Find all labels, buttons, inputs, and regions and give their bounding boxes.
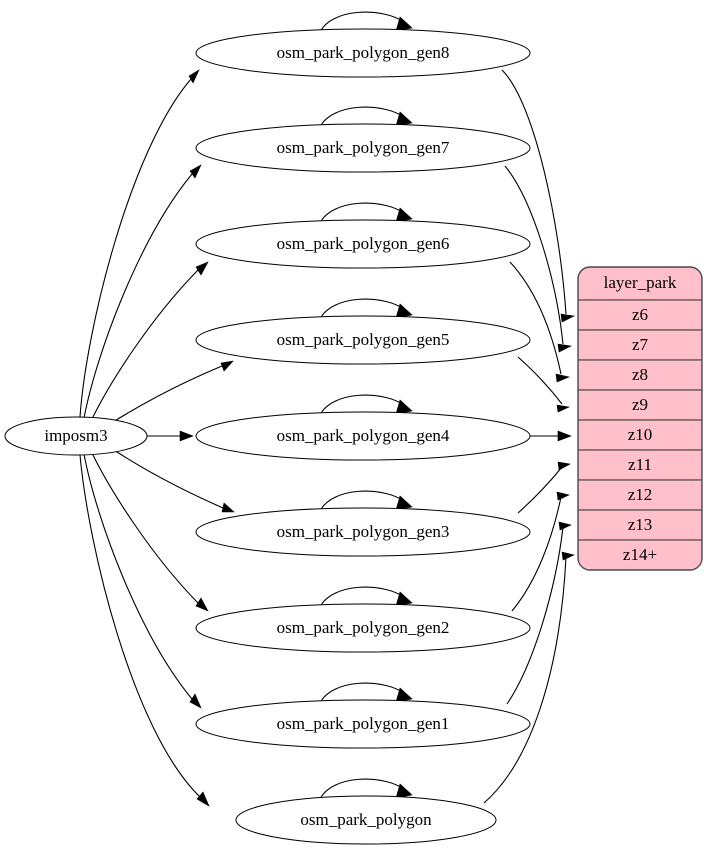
node-osm-park-polygon-gen3[interactable]: osm_park_polygon_gen3 bbox=[195, 507, 531, 557]
table-row-z8[interactable] bbox=[578, 359, 702, 391]
node-label: osm_park_polygon bbox=[300, 810, 432, 829]
node-osm-park-polygon-gen7[interactable]: osm_park_polygon_gen7 bbox=[195, 123, 531, 173]
edge-imposm3-to-gen1 bbox=[83, 453, 202, 709]
table-row-z12[interactable] bbox=[578, 479, 702, 511]
node-label: osm_park_polygon_gen3 bbox=[277, 522, 450, 541]
table-row-label-z12: z12 bbox=[628, 485, 653, 504]
table-header-label: layer_park bbox=[604, 273, 677, 292]
table-row-label-z7: z7 bbox=[632, 335, 649, 354]
table-row-label-z8: z8 bbox=[632, 365, 648, 384]
node-label: osm_park_polygon_gen2 bbox=[277, 618, 450, 637]
node-label: osm_park_polygon_gen7 bbox=[277, 138, 450, 157]
edge-gen1-to-z13 bbox=[506, 521, 572, 705]
edge-gen8-to-z6 bbox=[501, 69, 575, 323]
ellipse-shape bbox=[195, 411, 531, 461]
edge-gen5-to-z9 bbox=[517, 356, 571, 413]
node-label: osm_park_polygon_gen6 bbox=[277, 234, 450, 253]
node-label: osm_park_polygon_gen4 bbox=[277, 426, 450, 445]
node-osm-park-polygon-gen2[interactable]: osm_park_polygon_gen2 bbox=[195, 603, 531, 653]
edge-imposm3-to-gen6 bbox=[91, 261, 209, 420]
ellipse-shape bbox=[195, 315, 531, 365]
ellipse-shape bbox=[195, 219, 531, 269]
node-layer-park-table[interactable]: layer_park z6 z7 z8 z9 z10 z11 z12 z13 z… bbox=[577, 266, 703, 571]
ellipse-shape bbox=[235, 795, 497, 845]
edges-from-imposm3 bbox=[79, 69, 235, 807]
ellipse-shape bbox=[195, 123, 531, 173]
edge-gen4-to-z10 bbox=[530, 430, 572, 442]
node-osm-park-polygon[interactable]: osm_park_polygon bbox=[235, 795, 497, 845]
table-row-label-z6: z6 bbox=[632, 305, 648, 324]
table-row-label-z10: z10 bbox=[628, 425, 653, 444]
node-osm-park-polygon-gen8[interactable]: osm_park_polygon_gen8 bbox=[195, 28, 531, 78]
node-osm-park-polygon-gen4[interactable]: osm_park_polygon_gen4 bbox=[195, 411, 531, 461]
node-label: imposm3 bbox=[44, 426, 107, 445]
edge-imposm3-to-gen4 bbox=[147, 430, 194, 442]
ellipse-shape bbox=[195, 699, 531, 749]
node-osm-park-polygon-gen6[interactable]: osm_park_polygon_gen6 bbox=[195, 219, 531, 269]
edge-imposm3-to-gen3 bbox=[113, 449, 235, 513]
node-osm-park-polygon-gen5[interactable]: osm_park_polygon_gen5 bbox=[195, 315, 531, 365]
edge-imposm3-to-gen7 bbox=[83, 164, 202, 419]
table-row-z9[interactable] bbox=[578, 389, 702, 421]
edge-imposm3-to-osm-park-polygon bbox=[79, 454, 210, 807]
edge-imposm3-to-gen5 bbox=[112, 360, 234, 423]
table-row-z14[interactable] bbox=[578, 539, 702, 570]
table-row-z7[interactable] bbox=[578, 329, 702, 361]
edge-gen3-to-z11 bbox=[517, 461, 571, 514]
node-label: osm_park_polygon_gen5 bbox=[277, 330, 450, 349]
ellipse-shape bbox=[195, 507, 531, 557]
table-row-z13[interactable] bbox=[578, 509, 702, 541]
table-border bbox=[577, 266, 703, 571]
edge-gen2-to-z12 bbox=[511, 491, 570, 612]
edge-osm-park-polygon-to-z14 bbox=[483, 551, 575, 804]
ellipse-shape bbox=[4, 416, 148, 456]
node-label: osm_park_polygon_gen1 bbox=[277, 714, 450, 733]
edge-gen6-to-z8 bbox=[509, 261, 570, 383]
self-loop-edges bbox=[319, 11, 413, 800]
ellipse-shape bbox=[195, 28, 531, 78]
table-row-label-z11: z11 bbox=[628, 455, 652, 474]
edges-to-layer-park bbox=[483, 69, 575, 804]
table-row-label-z13: z13 bbox=[628, 515, 653, 534]
node-label: osm_park_polygon_gen8 bbox=[277, 43, 450, 62]
table-row-label-z9: z9 bbox=[632, 395, 648, 414]
edge-imposm3-to-gen8 bbox=[79, 69, 200, 418]
self-loop-gen2 bbox=[319, 586, 413, 608]
node-imposm3[interactable]: imposm3 bbox=[4, 416, 148, 456]
ellipse-shape bbox=[195, 603, 531, 653]
edge-imposm3-to-gen2 bbox=[91, 452, 209, 612]
edge-gen7-to-z7 bbox=[504, 165, 572, 353]
table-row-label-z14: z14+ bbox=[623, 545, 657, 564]
node-osm-park-polygon-gen1[interactable]: osm_park_polygon_gen1 bbox=[195, 699, 531, 749]
